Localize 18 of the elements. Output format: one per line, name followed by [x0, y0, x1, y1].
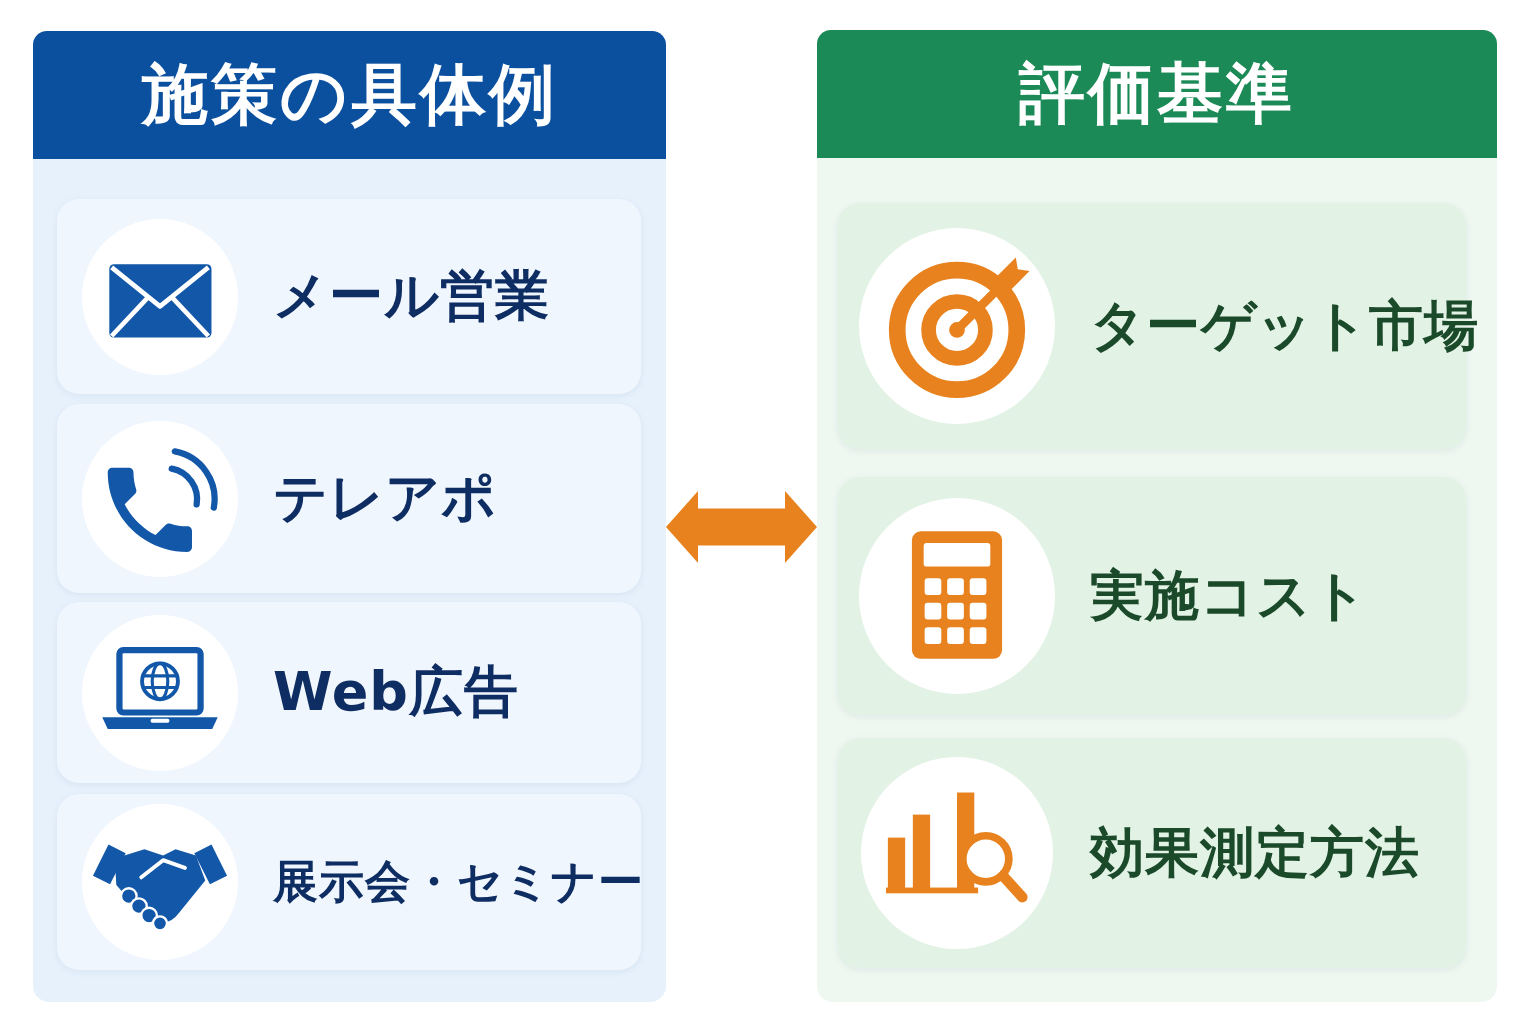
- item-card: [57, 794, 641, 970]
- item-card: [57, 602, 641, 783]
- item-label: 実施コスト: [1090, 564, 1368, 628]
- item-card: [57, 199, 641, 394]
- panel-title: 施策の具体例: [33, 31, 666, 159]
- item-card: [838, 738, 1466, 968]
- category-panel: [817, 30, 1497, 1002]
- category-panel: [33, 31, 666, 1002]
- item-label: テレアポ: [273, 467, 497, 530]
- item-label: 展示会・セミナー: [273, 856, 644, 908]
- item-label: メール営業: [273, 265, 550, 328]
- panel-title: 評価基準: [817, 30, 1497, 158]
- item-card: [838, 477, 1466, 715]
- item-card: [57, 404, 641, 593]
- item-label: 効果測定方法: [1090, 821, 1420, 885]
- double-arrow: [666, 491, 817, 563]
- item-label: ターゲット市場: [1090, 294, 1479, 358]
- item-label: Web広告: [273, 661, 519, 724]
